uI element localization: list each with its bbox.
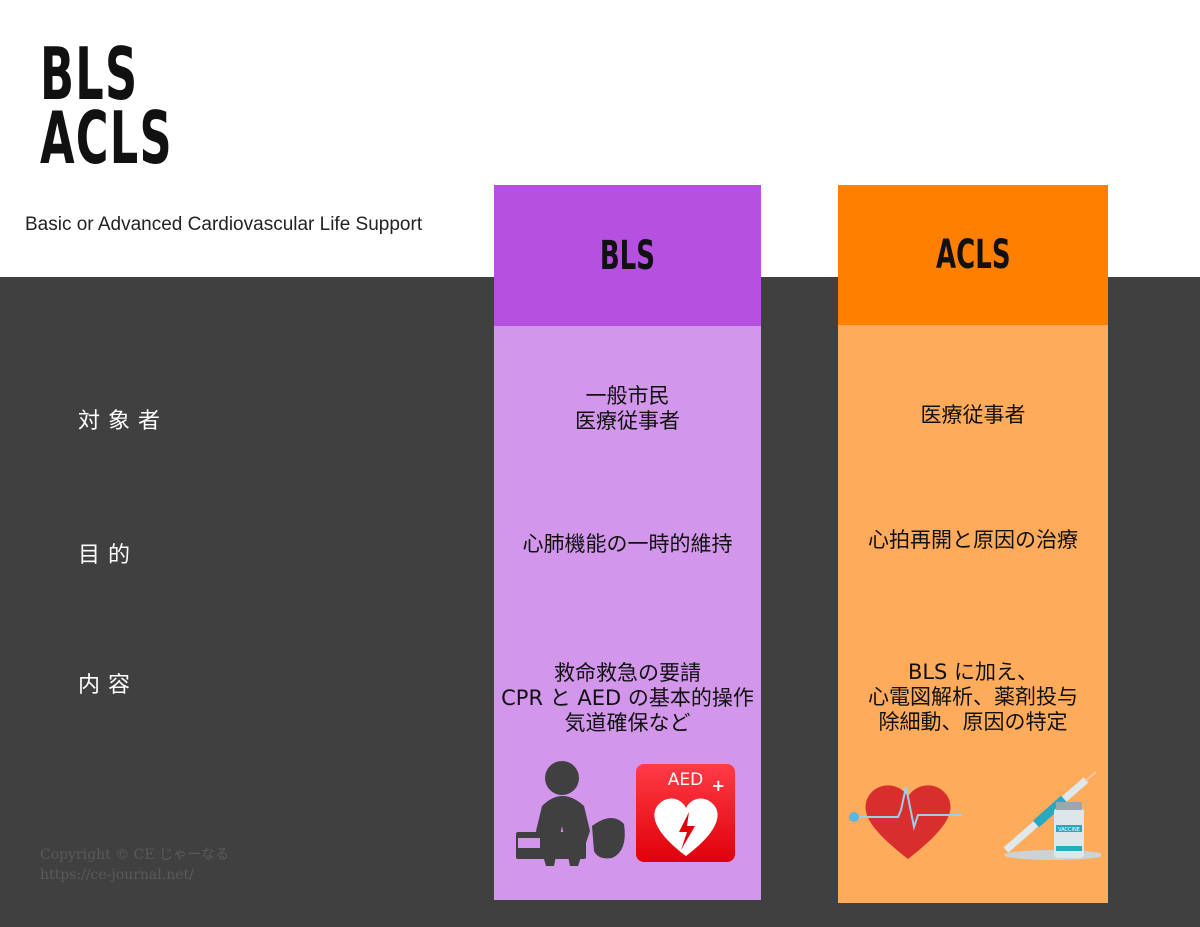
title-bls: BLS — [40, 32, 139, 116]
acls-column: ACLS 医療従事者 心拍再開と原因の治療 BLS に加え、 心電図解析、薬剤投… — [838, 185, 1108, 903]
cpr-icon — [516, 761, 625, 866]
bls-content-line: 救命救急の要請 — [554, 661, 701, 685]
bls-target-line: 一般市民 — [585, 384, 670, 408]
vaccine-label: VACCINE — [1058, 827, 1080, 833]
copyright-url: https://ce-journal.net/ — [40, 867, 194, 883]
title-acls: ACLS — [40, 96, 173, 180]
acls-content-line: 除細動、原因の特定 — [878, 710, 1068, 734]
syringe-vaccine-icon: VACCINE — [1003, 771, 1101, 860]
bls-body: 一般市民 医療従事者 心肺機能の一時的維持 救命救急の要請 CPR と AED … — [494, 326, 761, 900]
bls-header: BLS — [494, 185, 761, 326]
bls-content-line: CPR と AED の基本的操作 — [501, 686, 754, 710]
acls-body: 医療従事者 心拍再開と原因の治療 BLS に加え、 心電図解析、薬剤投与 除細動… — [838, 325, 1108, 903]
heart-ecg-icon — [849, 785, 962, 859]
row-label-purpose: 目的 — [78, 543, 139, 568]
acls-header-label: ACLS — [935, 232, 1011, 278]
acls-content-line: BLS に加え、 — [907, 660, 1039, 684]
copyright: Copyright © CE じゃーなる https://ce-journal.… — [40, 845, 229, 885]
bls-target-line: 医療従事者 — [575, 409, 680, 433]
acls-purpose: 心拍再開と原因の治療 — [868, 528, 1078, 552]
acls-target: 医療従事者 — [920, 403, 1026, 427]
bls-purpose: 心肺機能の一時的維持 — [522, 532, 733, 556]
acls-content-line: 心電図解析、薬剤投与 — [868, 685, 1078, 709]
bls-header-label: BLS — [599, 232, 656, 279]
bls-column: BLS 一般市民 医療従事者 心肺機能の一時的維持 救命救急の要請 CPR と … — [494, 185, 761, 900]
bls-content-line: 気道確保など — [564, 711, 691, 735]
acls-header: ACLS — [838, 185, 1108, 325]
copyright-text: Copyright © CE じゃーなる — [40, 847, 230, 863]
aed-label: AED — [667, 770, 704, 790]
aed-icon: AED + — [636, 764, 735, 862]
bls-content: 救命救急の要請 CPR と AED の基本的操作 気道確保など — [494, 661, 761, 736]
bls-target: 一般市民 医療従事者 — [494, 384, 761, 434]
acls-content: BLS に加え、 心電図解析、薬剤投与 除細動、原因の特定 — [838, 660, 1108, 735]
row-label-target: 対象者 — [78, 409, 169, 434]
subtitle: Basic or Advanced Cardiovascular Life Su… — [25, 214, 423, 235]
row-label-content: 内容 — [78, 673, 139, 698]
